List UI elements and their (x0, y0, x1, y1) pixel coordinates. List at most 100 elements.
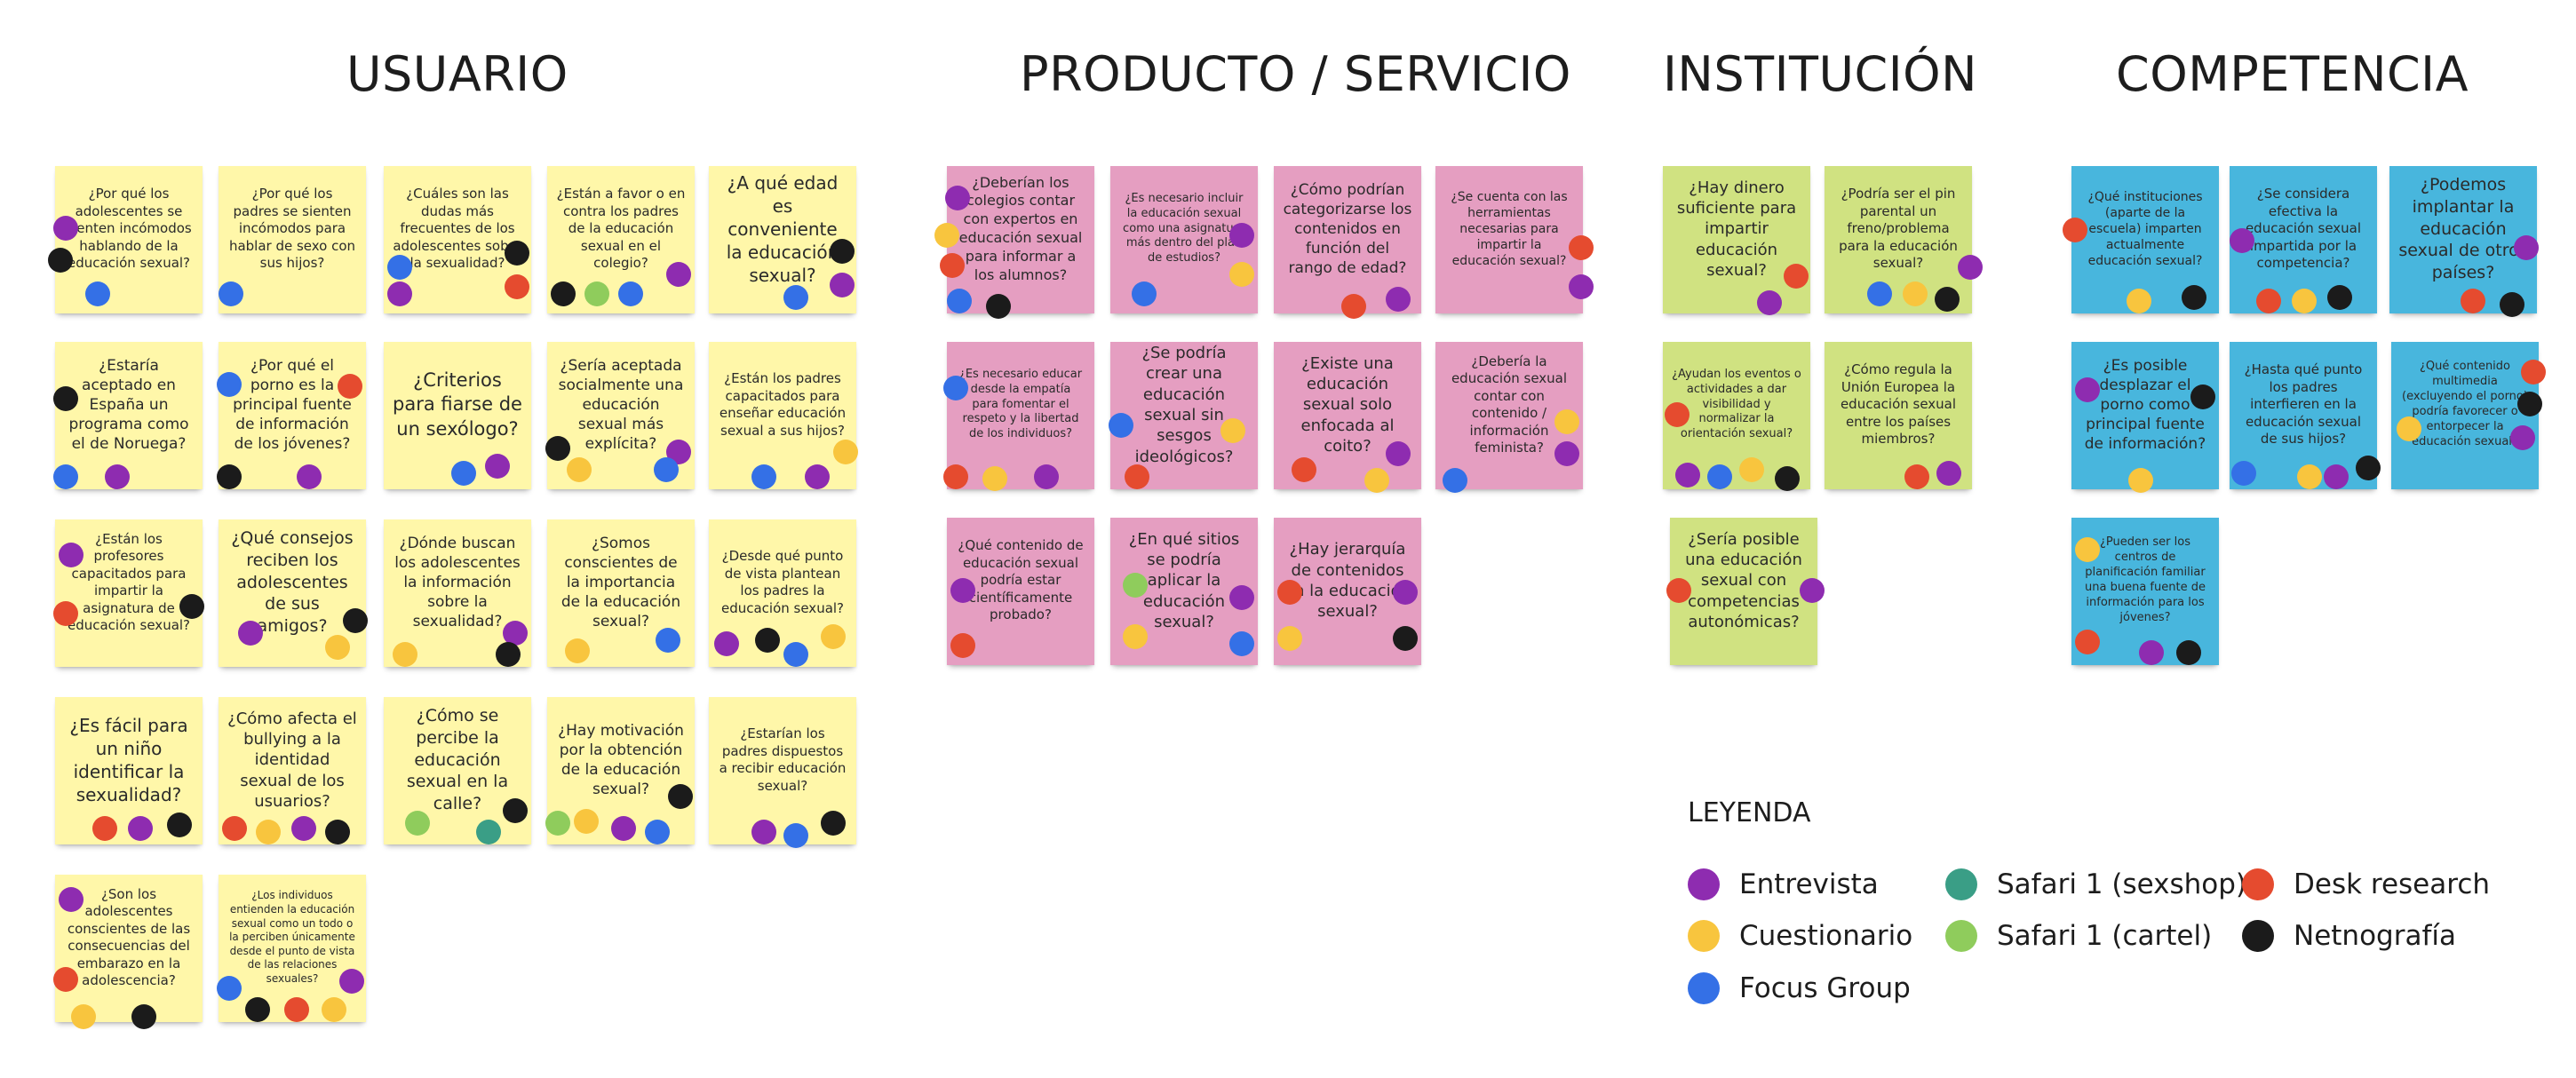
legend-label: Desk research (2294, 868, 2491, 900)
sticky-note[interactable]: ¿Podría ser el pin parental un freno/pro… (1825, 166, 1983, 313)
vote-dot-black (53, 386, 78, 411)
vote-dot-purple (105, 464, 130, 489)
sticky-note-text: ¿Somos conscientes de la importancia de … (561, 534, 681, 631)
vote-dot-purple (1554, 441, 1579, 466)
vote-dot-blue (387, 255, 412, 280)
vote-dot-purple (611, 816, 636, 841)
legend-label: Netnografía (2294, 920, 2456, 952)
sticky-note-text: ¿Es necesario educar desde la empatía pa… (958, 367, 1083, 441)
vote-dot-black (2356, 456, 2381, 480)
sticky-note[interactable]: ¿A qué edad es conveniente la educación … (709, 166, 856, 313)
sticky-note[interactable]: ¿Cómo podrían categorizarse los contenid… (1274, 166, 1421, 319)
sticky-note[interactable]: ¿Por qué el porno es la principal fuente… (217, 342, 366, 489)
sticky-note[interactable]: ¿Qué contenido multimedia (excluyendo el… (2391, 342, 2546, 489)
sticky-note-text: ¿Qué consejos reciben los adolescentes d… (231, 528, 354, 637)
sticky-note[interactable]: ¿Existe una educación sexual solo enfoca… (1274, 342, 1421, 493)
sticky-note[interactable]: ¿Cómo se percibe la educación sexual en … (384, 697, 531, 844)
vote-dot-black (48, 248, 73, 273)
sticky-note[interactable]: ¿Están los profesores capacitados para i… (53, 519, 204, 667)
vote-dot-purple (53, 216, 78, 241)
vote-dot-yellow (393, 642, 417, 667)
vote-dot-purple (1393, 580, 1418, 605)
sticky-note[interactable]: ¿En qué sitios se podría aplicar la educ… (1110, 518, 1258, 665)
sticky-note[interactable]: ¿Es posible desplazar el porno como prin… (2071, 342, 2219, 493)
sticky-note[interactable]: ¿Cómo afecta el bullying a la identidad … (219, 697, 366, 844)
sticky-note[interactable]: ¿Sería posible una educación sexual con … (1666, 518, 1825, 665)
legend-swatch (2242, 920, 2274, 952)
sticky-note[interactable]: ¿Ayudan los eventos o actividades a dar … (1663, 342, 1810, 491)
sticky-note[interactable]: ¿Podemos implantar la educación sexual d… (2389, 166, 2539, 317)
vote-dot-black (986, 294, 1011, 319)
vote-dot-yellow (1554, 409, 1579, 434)
sticky-note[interactable]: ¿Cómo regula la Unión Europea la educaci… (1825, 342, 1972, 489)
section-title-producto: PRODUCTO / SERVICIO (1020, 46, 1571, 102)
vote-dot-red (950, 633, 975, 658)
sticky-note[interactable]: ¿Qué instituciones (aparte de la escuela… (2063, 166, 2219, 313)
sticky-note[interactable]: ¿Hay dinero suficiente para impartir edu… (1663, 166, 1810, 315)
sticky-note[interactable]: ¿Criterios para fiarse de un sexólogo? (384, 342, 531, 489)
vote-dot-purple (2514, 235, 2539, 260)
legend-label: Cuestionario (1739, 920, 1913, 952)
sticky-note[interactable]: ¿Son los adolescentes conscientes de las… (53, 875, 203, 1029)
vote-dot-yellow (1277, 626, 1302, 651)
vote-dot-black (2500, 292, 2524, 317)
sticky-note[interactable]: ¿Se cuenta con las herramientas necesari… (1435, 166, 1594, 313)
vote-dot-lightgreen (405, 811, 430, 836)
sticky-note[interactable]: ¿Hay motivación por la obtención de la e… (545, 697, 695, 844)
legend-title: LEYENDA (1688, 797, 1811, 828)
sticky-note[interactable]: ¿Somos conscientes de la importancia de … (547, 519, 695, 667)
vote-dot-purple (1800, 578, 1825, 603)
sticky-note-text: ¿Estarían los padres dispuestos a recibi… (719, 725, 847, 794)
sticky-note[interactable]: ¿Es fácil para un niño identificar la se… (55, 697, 203, 844)
sticky-note[interactable]: ¿Debería la educación sexual contar con … (1435, 342, 1583, 493)
vote-dot-blue (783, 642, 808, 667)
sticky-note[interactable]: ¿Pueden ser los centros de planificación… (2071, 518, 2219, 665)
sticky-note[interactable]: ¿Cuáles son las dudas más frecuentes de … (384, 166, 531, 313)
sticky-note[interactable]: ¿Están los padres capacitados para enseñ… (709, 342, 858, 489)
vote-dot-blue (1443, 468, 1467, 493)
sticky-note[interactable]: ¿Por qué los adolescentes se sienten inc… (48, 166, 203, 313)
sticky-note[interactable]: ¿Se podría crear una educación sexual si… (1109, 342, 1258, 489)
legend-item: Safari 1 (sexshop) (1945, 868, 2246, 900)
vote-dot-yellow (71, 1004, 96, 1029)
sticky-note-text: ¿Ayudan los eventos o actividades a dar … (1672, 367, 1801, 441)
sticky-note[interactable]: ¿Es necesario incluir la educación sexua… (1110, 166, 1258, 313)
sticky-note[interactable]: ¿Sería aceptada socialmente una educació… (545, 342, 695, 489)
sticky-note[interactable]: ¿Es necesario educar desde la empatía pa… (943, 342, 1094, 491)
sticky-note[interactable]: ¿Por qué los padres se sienten incómodos… (219, 166, 366, 313)
section-title-competencia: COMPETENCIA (2116, 46, 2469, 102)
sticky-note[interactable]: ¿Dónde buscan los adolescentes la inform… (384, 519, 531, 667)
sticky-note[interactable]: ¿Deberían los colegios contar con expert… (934, 166, 1094, 319)
sticky-note-text: ¿Por qué los padres se sienten incómodos… (228, 186, 356, 272)
vote-dot-blue (645, 820, 670, 844)
vote-dot-purple (291, 816, 316, 841)
sticky-note[interactable]: ¿Hasta qué punto los padres interfieren … (2230, 342, 2381, 489)
sticky-note[interactable]: ¿Se considera efectiva la educación sexu… (2230, 166, 2377, 313)
sticky-note-text: ¿Se considera efectiva la educación sexu… (2245, 186, 2362, 272)
vote-dot-blue (1109, 413, 1133, 438)
sticky-note[interactable]: ¿Qué contenido de educación sexual podrí… (947, 518, 1094, 665)
sticky-note-text: ¿Existe una educación sexual solo enfoca… (1300, 353, 1395, 456)
sticky-note-text: ¿Estaría aceptado en España un programa … (68, 356, 189, 454)
sticky-note-text: ¿Qué contenido multimedia (excluyendo el… (2402, 360, 2528, 448)
vote-dot-purple (751, 820, 776, 844)
sticky-note[interactable]: ¿Desde qué punto de vista plantean los p… (709, 519, 856, 667)
sticky-note[interactable]: ¿Los individuos entienden la educación s… (217, 875, 366, 1022)
sticky-note[interactable]: ¿Estarían los padres dispuestos a recibi… (709, 697, 856, 848)
vote-dot-purple (714, 631, 739, 656)
vote-dot-yellow (322, 997, 346, 1022)
vote-dot-black (2176, 640, 2201, 665)
vote-dot-red (1569, 235, 1594, 260)
vote-dot-blue (618, 281, 643, 306)
vote-dot-yellow (325, 635, 350, 660)
sticky-note-text: ¿Hasta qué punto los padres interfieren … (2244, 361, 2363, 448)
vote-dot-black (2190, 384, 2215, 409)
vote-dot-black (2182, 285, 2206, 310)
sticky-note[interactable]: ¿Hay jerarquía de contenidos en la educa… (1274, 518, 1421, 665)
vote-dot-red (2461, 289, 2485, 313)
sticky-note[interactable]: ¿Están a favor o en contra los padres de… (547, 166, 695, 313)
vote-dot-purple (1958, 255, 1983, 280)
sticky-note-text: ¿A qué edad es conveniente la educación … (726, 172, 839, 286)
sticky-note[interactable]: ¿Qué consejos reciben los adolescentes d… (219, 519, 368, 667)
sticky-note[interactable]: ¿Estaría aceptado en España un programa … (53, 342, 203, 489)
